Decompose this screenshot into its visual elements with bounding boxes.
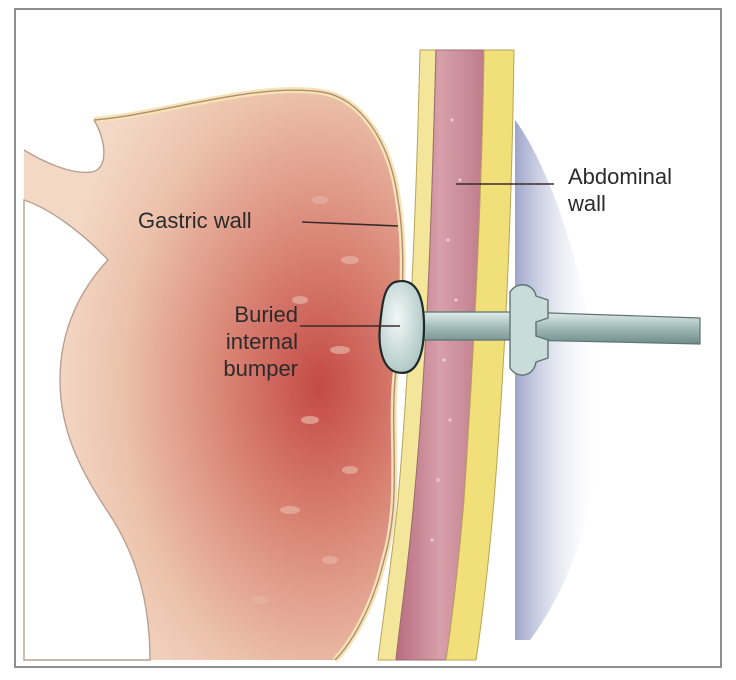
feeding-tube: [405, 312, 700, 344]
internal-bumper: [380, 281, 424, 373]
label-abdominal-wall: Abdominal wall: [568, 163, 672, 217]
label-buried-internal-bumper: Buried internal bumper: [172, 301, 298, 382]
label-gastric-wall: Gastric wall: [138, 207, 252, 234]
